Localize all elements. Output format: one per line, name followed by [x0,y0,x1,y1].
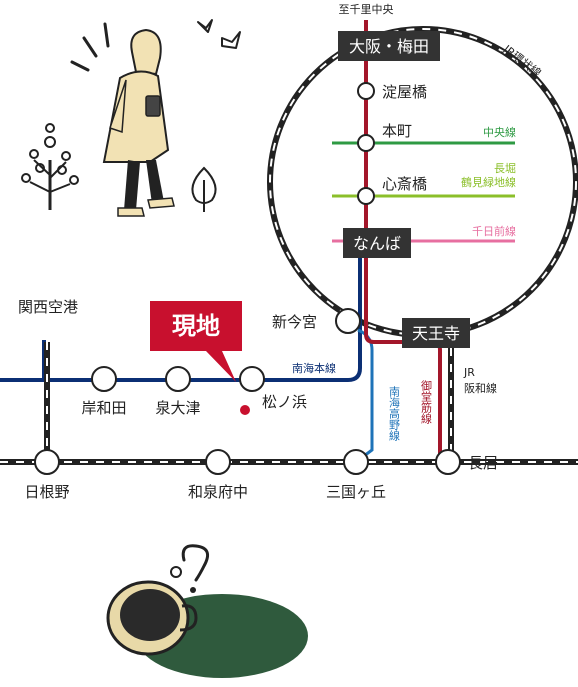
station-label-yodoyabashi: 淀屋橋 [382,83,427,101]
line-label-jr-hanwa-2: 阪和線 [464,381,497,395]
station-label-namba: なんば [353,234,401,253]
station-marker-matsunohama [239,366,265,392]
station-label-shinsaibashi: 心斎橋 [382,175,427,193]
line-label-sennichimae: 千日前線 [472,224,516,238]
station-marker-izumi-fuchu [205,449,231,475]
station-label-honmachi: 本町 [382,122,412,140]
line-label-jr-hanwa-1: JR [463,366,475,379]
current-location-marker [240,405,250,415]
station-markers [34,82,461,475]
station-label-matsunohama: 松ノ浜 [262,393,307,411]
current-location-callout: 現地 [150,301,242,382]
station-label-kansai-airport: 関西空港 [18,298,78,316]
station-box-namba [343,228,411,258]
station-marker-kishiwada [91,366,117,392]
line-label-nagahori-1: 長堀 [494,162,516,175]
station-marker-nagai [435,449,461,475]
current-location-label: 現地 [172,312,220,340]
station-label-nagai: 長居 [468,454,498,472]
station-marker-shin-imamiya [335,308,361,334]
tree-icon [21,123,79,210]
station-marker-izumi-otsu [165,366,191,392]
line-label-jr-loop: JR環状線 [500,41,544,80]
station-label-tennoji: 天王寺 [412,324,460,343]
line-label-nankai-main: 南海本線 [292,361,336,375]
station-marker-yodoyabashi [357,82,375,100]
nankai-main-line [0,250,362,382]
station-label-hineno: 日根野 [24,483,69,501]
small-tree-icon [191,166,217,212]
station-marker-honmachi [357,134,375,152]
line-label-chuo: 中央線 [483,125,516,139]
line-label-nagahori-2: 鶴見緑地線 [461,175,516,189]
station-label-kishiwada: 岸和田 [81,399,126,417]
station-marker-mikunigaoka [343,449,369,475]
station-label-mikunigaoka: 三国ヶ丘 [326,483,386,501]
station-label-izumi-otsu: 泉大津 [155,399,200,417]
station-marker-shinsaibashi [357,187,375,205]
line-label-nankai-koya: 南海高野線 [388,386,401,441]
station-label-top-terminus: 至千里中央 [339,3,394,16]
line-label-midosuji: 御堂筋線 [420,379,433,424]
station-label-osaka-umeda: 大阪・梅田 [349,37,429,56]
bird-icon [197,19,241,49]
station-box-tennoji [402,318,470,348]
illustration-coffee-cup [106,544,308,678]
illustration-woman-with-phone [70,22,175,217]
station-label-shin-imamiya: 新今宮 [272,313,317,331]
station-marker-hineno [34,449,60,475]
station-label-izumi-fuchu: 和泉府中 [188,483,248,501]
station-box-osaka-umeda [338,31,440,61]
